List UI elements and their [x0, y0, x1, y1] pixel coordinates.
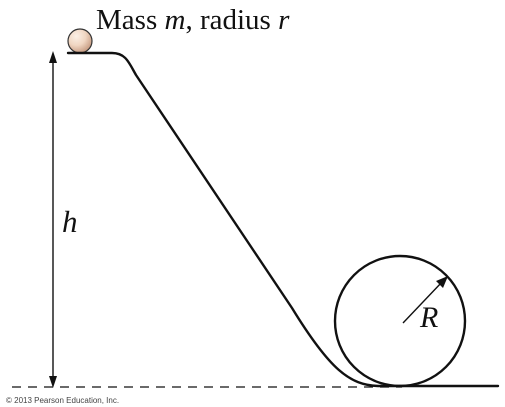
height-arrow-bottom-head — [49, 376, 57, 388]
diagram-title: Mass m, radius r — [96, 4, 290, 36]
mass-symbol: m — [164, 4, 185, 36]
radius-label: radius — [193, 4, 278, 36]
height-arrow-top-head — [49, 51, 57, 63]
title-separator: , — [185, 4, 192, 36]
radius-symbol: r — [278, 4, 290, 36]
ball — [67, 28, 93, 54]
loop-radius-label: R — [419, 301, 438, 334]
mass-label: Mass — [96, 4, 164, 36]
track — [66, 51, 402, 388]
loop — [333, 254, 467, 388]
loop-radius-arrow-head — [436, 276, 448, 288]
height-label: h — [62, 204, 78, 239]
loop-radius-arrow — [402, 276, 448, 324]
height-arrow — [49, 51, 57, 388]
copyright-text: © 2013 Pearson Education, Inc. — [6, 396, 119, 405]
